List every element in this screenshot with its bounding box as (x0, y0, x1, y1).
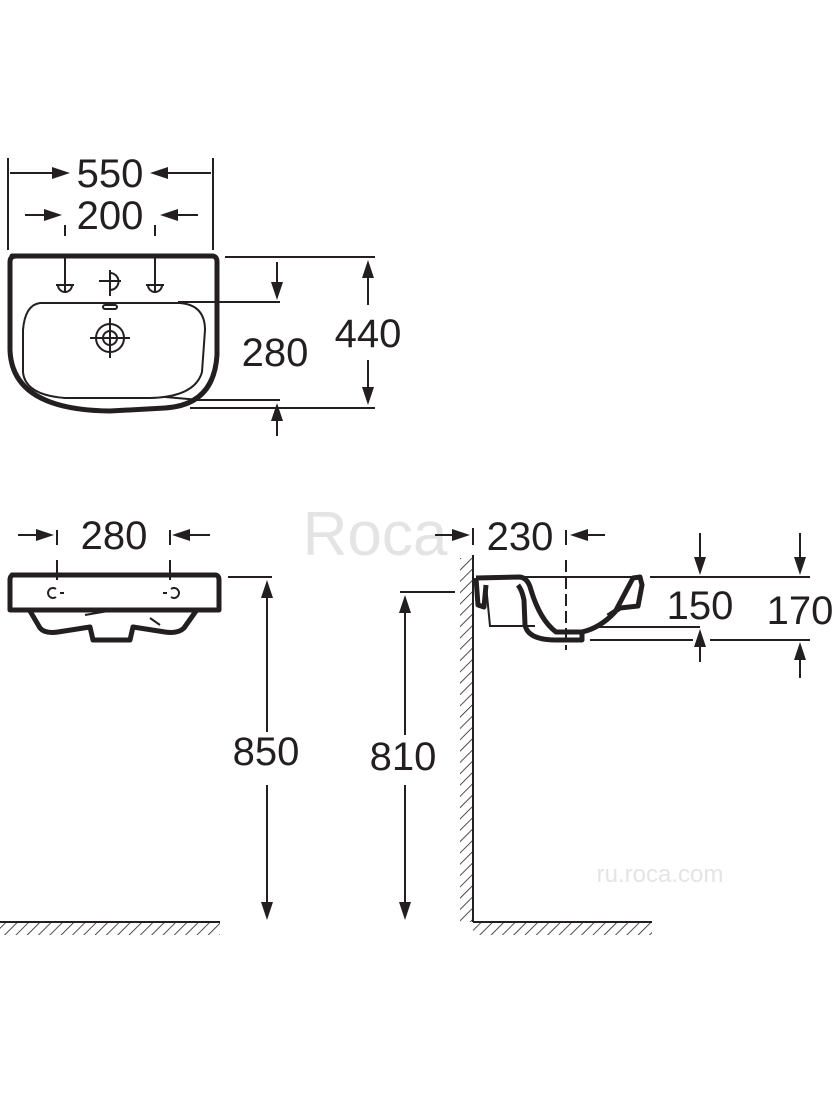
watermark-site: ru.roca.com (597, 861, 724, 888)
drain-icon (90, 318, 130, 358)
dim-width-550: 550 (77, 152, 144, 196)
dim-height-850: 850 (233, 730, 300, 774)
bowl-outline (22, 302, 207, 399)
basin-outline (7, 253, 220, 414)
overflow-slot (102, 304, 118, 310)
dim-projection-230: 230 (487, 515, 554, 559)
dim-bowl-height-150: 150 (667, 584, 734, 628)
dim-bowl-depth-280: 280 (242, 331, 309, 375)
front-basin-outline (7, 572, 222, 613)
top-view: 550 200 280 440 (7, 152, 402, 436)
floor-hatch-side (473, 923, 652, 935)
dim-overall-height-170: 170 (767, 589, 834, 633)
wall-hatch (460, 558, 473, 922)
floor-hatch (0, 923, 220, 935)
dim-height-810: 810 (370, 735, 437, 779)
front-view: 280 850 (0, 514, 299, 935)
side-basin-profile (475, 574, 585, 643)
tap-hole-marks (56, 256, 164, 296)
dim-depth-440: 440 (335, 312, 402, 356)
dim-front-tap-spacing-280: 280 (81, 514, 148, 558)
watermark-logo: Roca (303, 500, 448, 569)
dim-tap-spacing-200: 200 (77, 194, 144, 238)
side-view: 230 810 150 170 (370, 515, 834, 935)
